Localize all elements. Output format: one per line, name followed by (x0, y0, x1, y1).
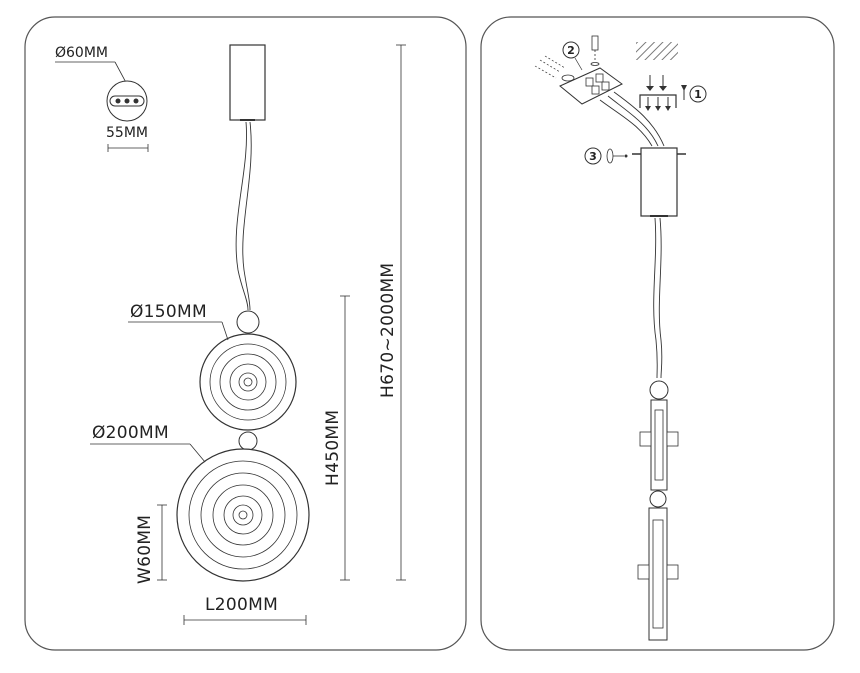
bottom-disc-side-view (637, 507, 679, 641)
left-panel: Ø60MM 55MM (24, 16, 467, 651)
canopy-diameter-label: Ø60MM (55, 45, 108, 61)
suspension-cable (235, 121, 249, 311)
step-2-marker (562, 41, 580, 59)
right-panel: 1 2 (480, 16, 835, 651)
bottom-disc-diameter-label: Ø200MM (92, 423, 169, 443)
terminal-block (534, 55, 623, 105)
step-1-marker (689, 85, 707, 103)
ceiling-screws (646, 75, 667, 91)
total-height-label: H670~2000MM (378, 263, 398, 398)
width-label: W60MM (135, 515, 155, 584)
side-screw-detail (606, 148, 628, 164)
step-1-number: 1 (694, 88, 702, 101)
mounting-bracket (639, 85, 687, 111)
right-power-cable (658, 217, 663, 379)
top-ball-connector (236, 310, 260, 334)
length-label: L200MM (205, 595, 278, 615)
step-3-number: 3 (589, 150, 597, 163)
driver-box (640, 147, 678, 217)
supply-wire-1 (599, 99, 653, 147)
canopy-top-view: Ø60MM 55MM (55, 45, 149, 152)
bottom-disc (176, 448, 310, 582)
step-3-marker (584, 147, 602, 165)
right-middle-ball (649, 490, 667, 508)
screw-detail (590, 35, 600, 66)
supply-wire-3 (613, 91, 665, 147)
right-top-ball (649, 380, 669, 400)
top-disc-side-view (639, 399, 679, 491)
power-cable (242, 121, 252, 311)
right-suspension-cable (653, 217, 658, 379)
left-panel-border (24, 16, 467, 651)
step-2-number: 2 (567, 44, 575, 57)
right-panel-border (480, 16, 835, 651)
body-height-label: H450MM (323, 410, 343, 486)
middle-ball-connector (238, 431, 258, 451)
ceiling-hatch (636, 42, 678, 60)
top-disc-diameter-label: Ø150MM (130, 302, 207, 322)
canopy-depth-label: 55MM (106, 125, 148, 141)
supply-wire-2 (607, 95, 659, 147)
top-disc (199, 333, 297, 431)
canopy (229, 44, 266, 121)
